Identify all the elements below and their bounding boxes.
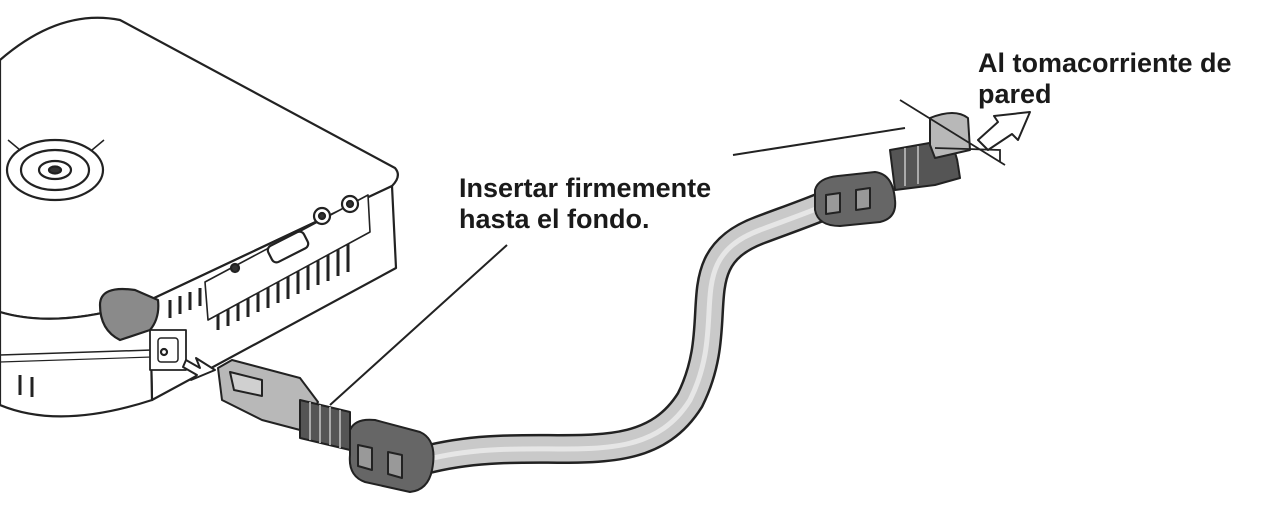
leader-line-wall [732, 127, 906, 156]
wall-outlet-label: Al tomacorriente de pared [978, 48, 1232, 110]
vga-port [266, 230, 310, 264]
audio-port [229, 262, 241, 274]
wall-outlet-line-1: Al tomacorriente de [978, 48, 1232, 78]
power-cable [410, 180, 860, 475]
control-dial-icon [5, 138, 105, 202]
wall-arrow-icon [977, 111, 1031, 151]
wall-outlet-line-2: pared [978, 79, 1052, 109]
insert-instruction-line-2: hasta el fondo. [459, 204, 650, 234]
insert-instruction-line-1: Insertar firmemente [459, 173, 712, 203]
wall-outline [899, 99, 1006, 166]
leader-line-insert [329, 244, 508, 406]
projector-lever [98, 287, 160, 342]
projector [0, 16, 399, 418]
insert-instruction-label: Insertar firmemente hasta el fondo. [459, 173, 711, 235]
appliance-plug [217, 359, 435, 493]
insert-arrow-icon [182, 357, 216, 381]
